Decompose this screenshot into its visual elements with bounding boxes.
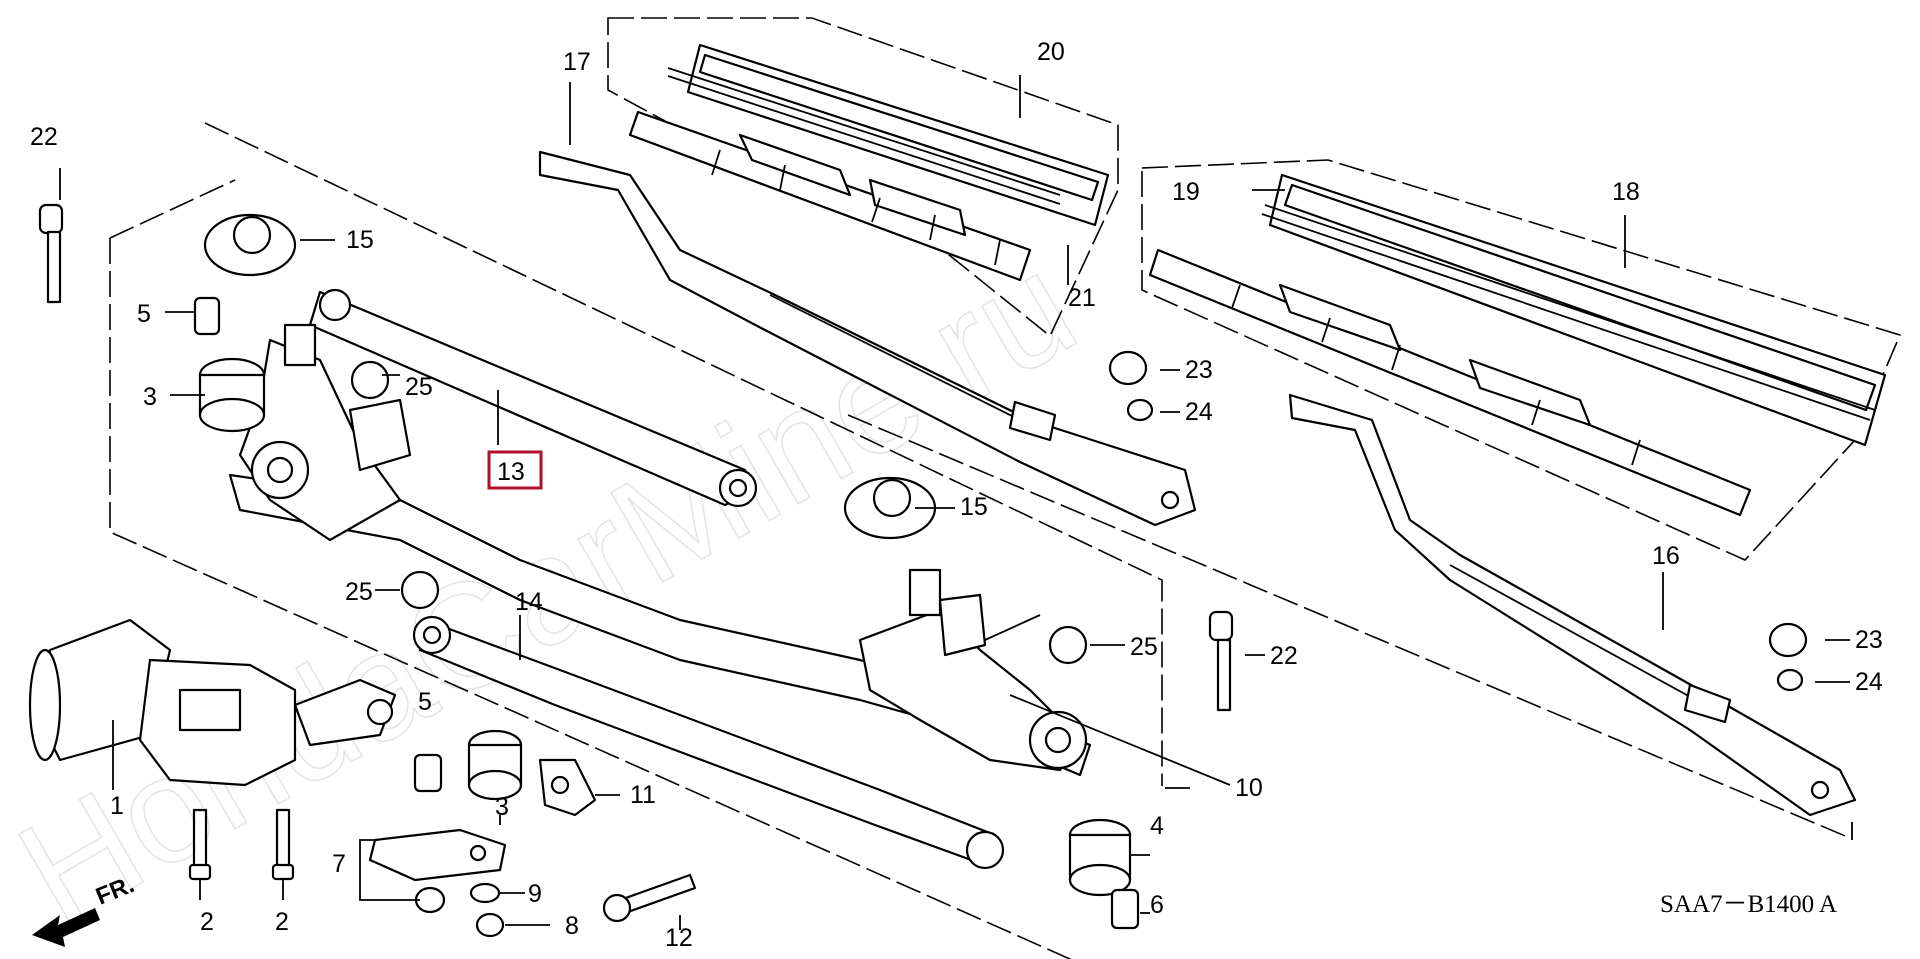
label-2b: 2	[275, 908, 289, 936]
label-22b: 22	[1270, 642, 1298, 670]
fasteners	[38, 203, 1808, 938]
label-25b: 25	[345, 578, 373, 606]
label-21: 21	[1068, 284, 1096, 312]
label-23b: 23	[1855, 626, 1883, 654]
label-2a: 2	[200, 908, 214, 936]
wiper-arm-upper	[538, 150, 1197, 527]
label-3b: 3	[495, 793, 509, 821]
label-22a: 22	[30, 123, 58, 151]
wiper-rubber-upper	[667, 43, 1110, 227]
label-13: 13	[497, 458, 525, 486]
label-24b: 24	[1855, 668, 1883, 696]
label-19: 19	[1172, 178, 1200, 206]
diagram-code: SAA7－B1400 A	[1660, 891, 1837, 918]
wiper-blade-upper	[628, 110, 1032, 282]
label-20: 20	[1037, 38, 1065, 66]
label-25c: 25	[1130, 633, 1158, 661]
linkage-rod-13	[308, 288, 758, 508]
label-11: 11	[630, 781, 656, 809]
label-7: 7	[332, 850, 346, 878]
label-1: 1	[110, 792, 124, 820]
label-14: 14	[515, 588, 543, 616]
label-5b: 5	[418, 688, 432, 716]
label-23a: 23	[1185, 356, 1213, 384]
label-5a: 5	[137, 300, 151, 328]
label-25a: 25	[405, 373, 433, 401]
wiper-rubber-lower	[1261, 173, 1887, 447]
label-15b: 15	[960, 493, 988, 521]
label-13-highlight	[487, 450, 543, 490]
part-labels: 1 2 2 3 3 4 5 5 6 7 8 9 10 11 12 13 14 1…	[30, 38, 1883, 952]
label-16: 16	[1652, 542, 1680, 570]
label-12: 12	[665, 924, 693, 952]
linkage-frame	[228, 323, 1092, 777]
linkage-rod-14	[412, 615, 1005, 870]
label-8: 8	[565, 912, 579, 940]
wiper-blade-lower	[1148, 248, 1752, 517]
label-18: 18	[1612, 178, 1640, 206]
label-10: 10	[1235, 774, 1263, 802]
label-4: 4	[1150, 812, 1164, 840]
label-17: 17	[563, 48, 591, 76]
label-3a: 3	[143, 383, 157, 411]
leader-lines	[59, 75, 1850, 930]
label-15a: 15	[346, 226, 374, 254]
wiper-arm-lower	[1288, 393, 1857, 817]
label-6: 6	[1150, 891, 1164, 919]
label-24a: 24	[1185, 398, 1213, 426]
wiper-motor	[28, 618, 397, 787]
label-9: 9	[528, 880, 542, 908]
